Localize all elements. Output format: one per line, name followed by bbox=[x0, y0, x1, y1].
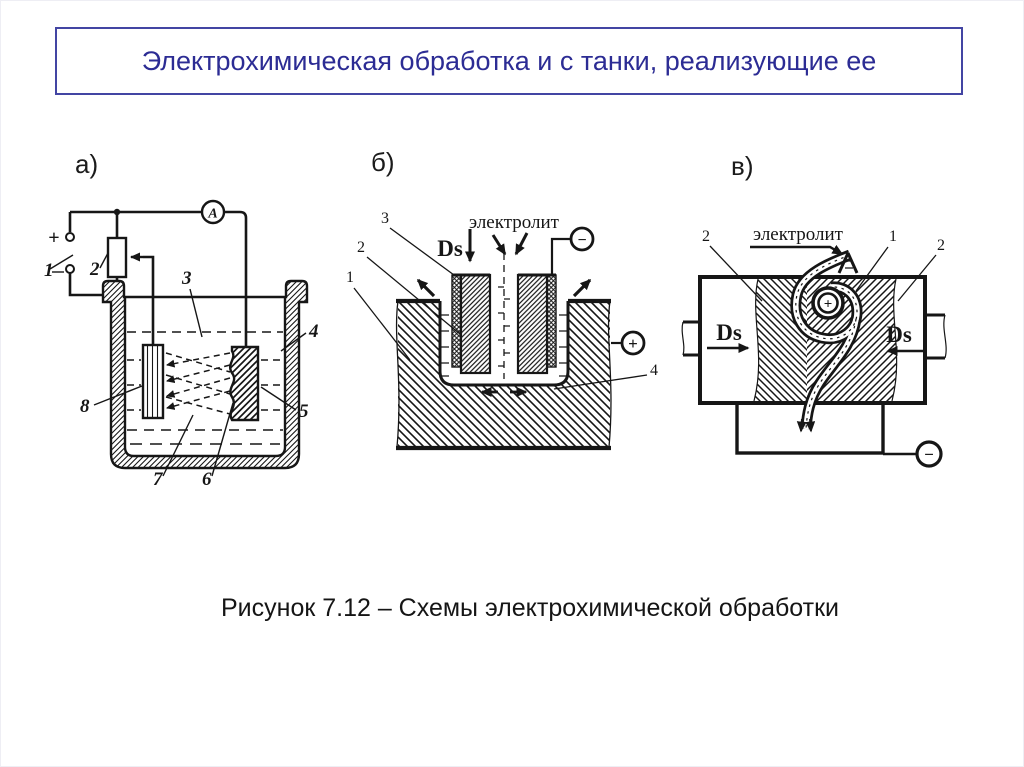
callout-4: 4 bbox=[650, 362, 658, 379]
callout-2: 2 bbox=[357, 239, 365, 256]
workpiece-outline bbox=[395, 298, 612, 451]
callout-4: 4 bbox=[308, 321, 319, 342]
wire bbox=[143, 255, 155, 345]
figure-caption: Рисунок 7.12 – Схемы электрохимической о… bbox=[221, 594, 839, 622]
tool-wall-right bbox=[516, 273, 549, 375]
plus-sign: + bbox=[824, 297, 833, 313]
diagram-b-label: б) bbox=[371, 147, 395, 177]
electrolyte-label: электролит bbox=[753, 224, 844, 245]
callout-8: 8 bbox=[80, 396, 90, 417]
callout-1: 1 bbox=[346, 269, 354, 286]
wire bbox=[70, 210, 248, 347]
minus-terminal-icon bbox=[915, 440, 943, 468]
diagram-v-label: в) bbox=[731, 151, 754, 181]
supply-circuit bbox=[65, 208, 248, 347]
inflow-arrows bbox=[465, 229, 529, 263]
title-box: Электрохимическая обработка и с танки, р… bbox=[55, 27, 963, 95]
callout-leaders bbox=[353, 227, 648, 390]
tool-electrode bbox=[451, 253, 557, 379]
callout-3: 3 bbox=[181, 268, 192, 289]
rheostat bbox=[106, 236, 128, 279]
callout-leaders bbox=[709, 245, 937, 302]
current-flow-dashed-arrows bbox=[165, 352, 231, 415]
plus-terminal-sign: + bbox=[48, 227, 59, 249]
workpiece-mass bbox=[398, 301, 610, 447]
plus-terminal-icon bbox=[620, 330, 646, 356]
cut-kerf-channel bbox=[790, 249, 863, 430]
diagram-a-schematic: A + 1 2 3 4 5 6 7 8 bbox=[44, 199, 319, 490]
plus-sign: + bbox=[628, 334, 638, 353]
minus-sign: − bbox=[924, 445, 934, 464]
workpiece-anode bbox=[228, 345, 260, 422]
bore-ticks bbox=[498, 286, 510, 367]
callout-left-2: 2 bbox=[702, 228, 710, 245]
side-gap-dashes bbox=[441, 314, 567, 377]
diagram-v-schematic: − + электролит Ds Ds 2 1 bbox=[681, 224, 947, 468]
insulation-coating-right bbox=[546, 274, 557, 368]
callout-1: 1 bbox=[44, 260, 54, 281]
insulation-coating-left bbox=[451, 274, 462, 368]
feed-right-label: Ds bbox=[886, 322, 912, 347]
cathode-plate bbox=[141, 343, 165, 420]
ammeter-letter: A bbox=[207, 207, 217, 222]
page-title: Электрохимическая обработка и с танки, р… bbox=[141, 45, 877, 76]
wire bbox=[550, 237, 571, 279]
clamp-stubs bbox=[681, 313, 947, 360]
wire-electrode bbox=[817, 292, 839, 314]
callout-3: 3 bbox=[381, 210, 389, 227]
electrolyte-label: электролит bbox=[469, 212, 560, 233]
feed-direction-label: Ds bbox=[437, 236, 463, 261]
kerf-exit-arrows bbox=[796, 418, 816, 433]
entry-funnel bbox=[837, 252, 859, 274]
minus-sign: − bbox=[577, 232, 586, 249]
tool-wall-left bbox=[459, 273, 492, 375]
mass-wavy-boundaries bbox=[753, 278, 898, 402]
bath-tank bbox=[101, 279, 309, 470]
callout-6: 6 bbox=[202, 469, 212, 490]
diagram-a-label: а) bbox=[75, 149, 99, 179]
switch-contact-top bbox=[65, 232, 75, 242]
callout-right-2: 2 bbox=[937, 237, 945, 254]
electrolyte-pointer-arrow bbox=[750, 244, 844, 256]
callout-2: 2 bbox=[89, 259, 100, 280]
junction-dot bbox=[113, 208, 121, 216]
callout-5: 5 bbox=[299, 401, 309, 422]
electrolyte-level-dashes bbox=[127, 331, 283, 445]
callout-1: 1 bbox=[889, 228, 897, 245]
feed-left-label: Ds bbox=[716, 320, 742, 345]
outflow-arrows bbox=[416, 278, 592, 397]
callout-7: 7 bbox=[153, 469, 164, 490]
switch-contact-bottom bbox=[65, 264, 75, 274]
diagram-b-schematic: электролит Ds − + bbox=[346, 210, 658, 451]
callout-leaders bbox=[49, 252, 307, 477]
ammeter-icon bbox=[200, 199, 226, 225]
